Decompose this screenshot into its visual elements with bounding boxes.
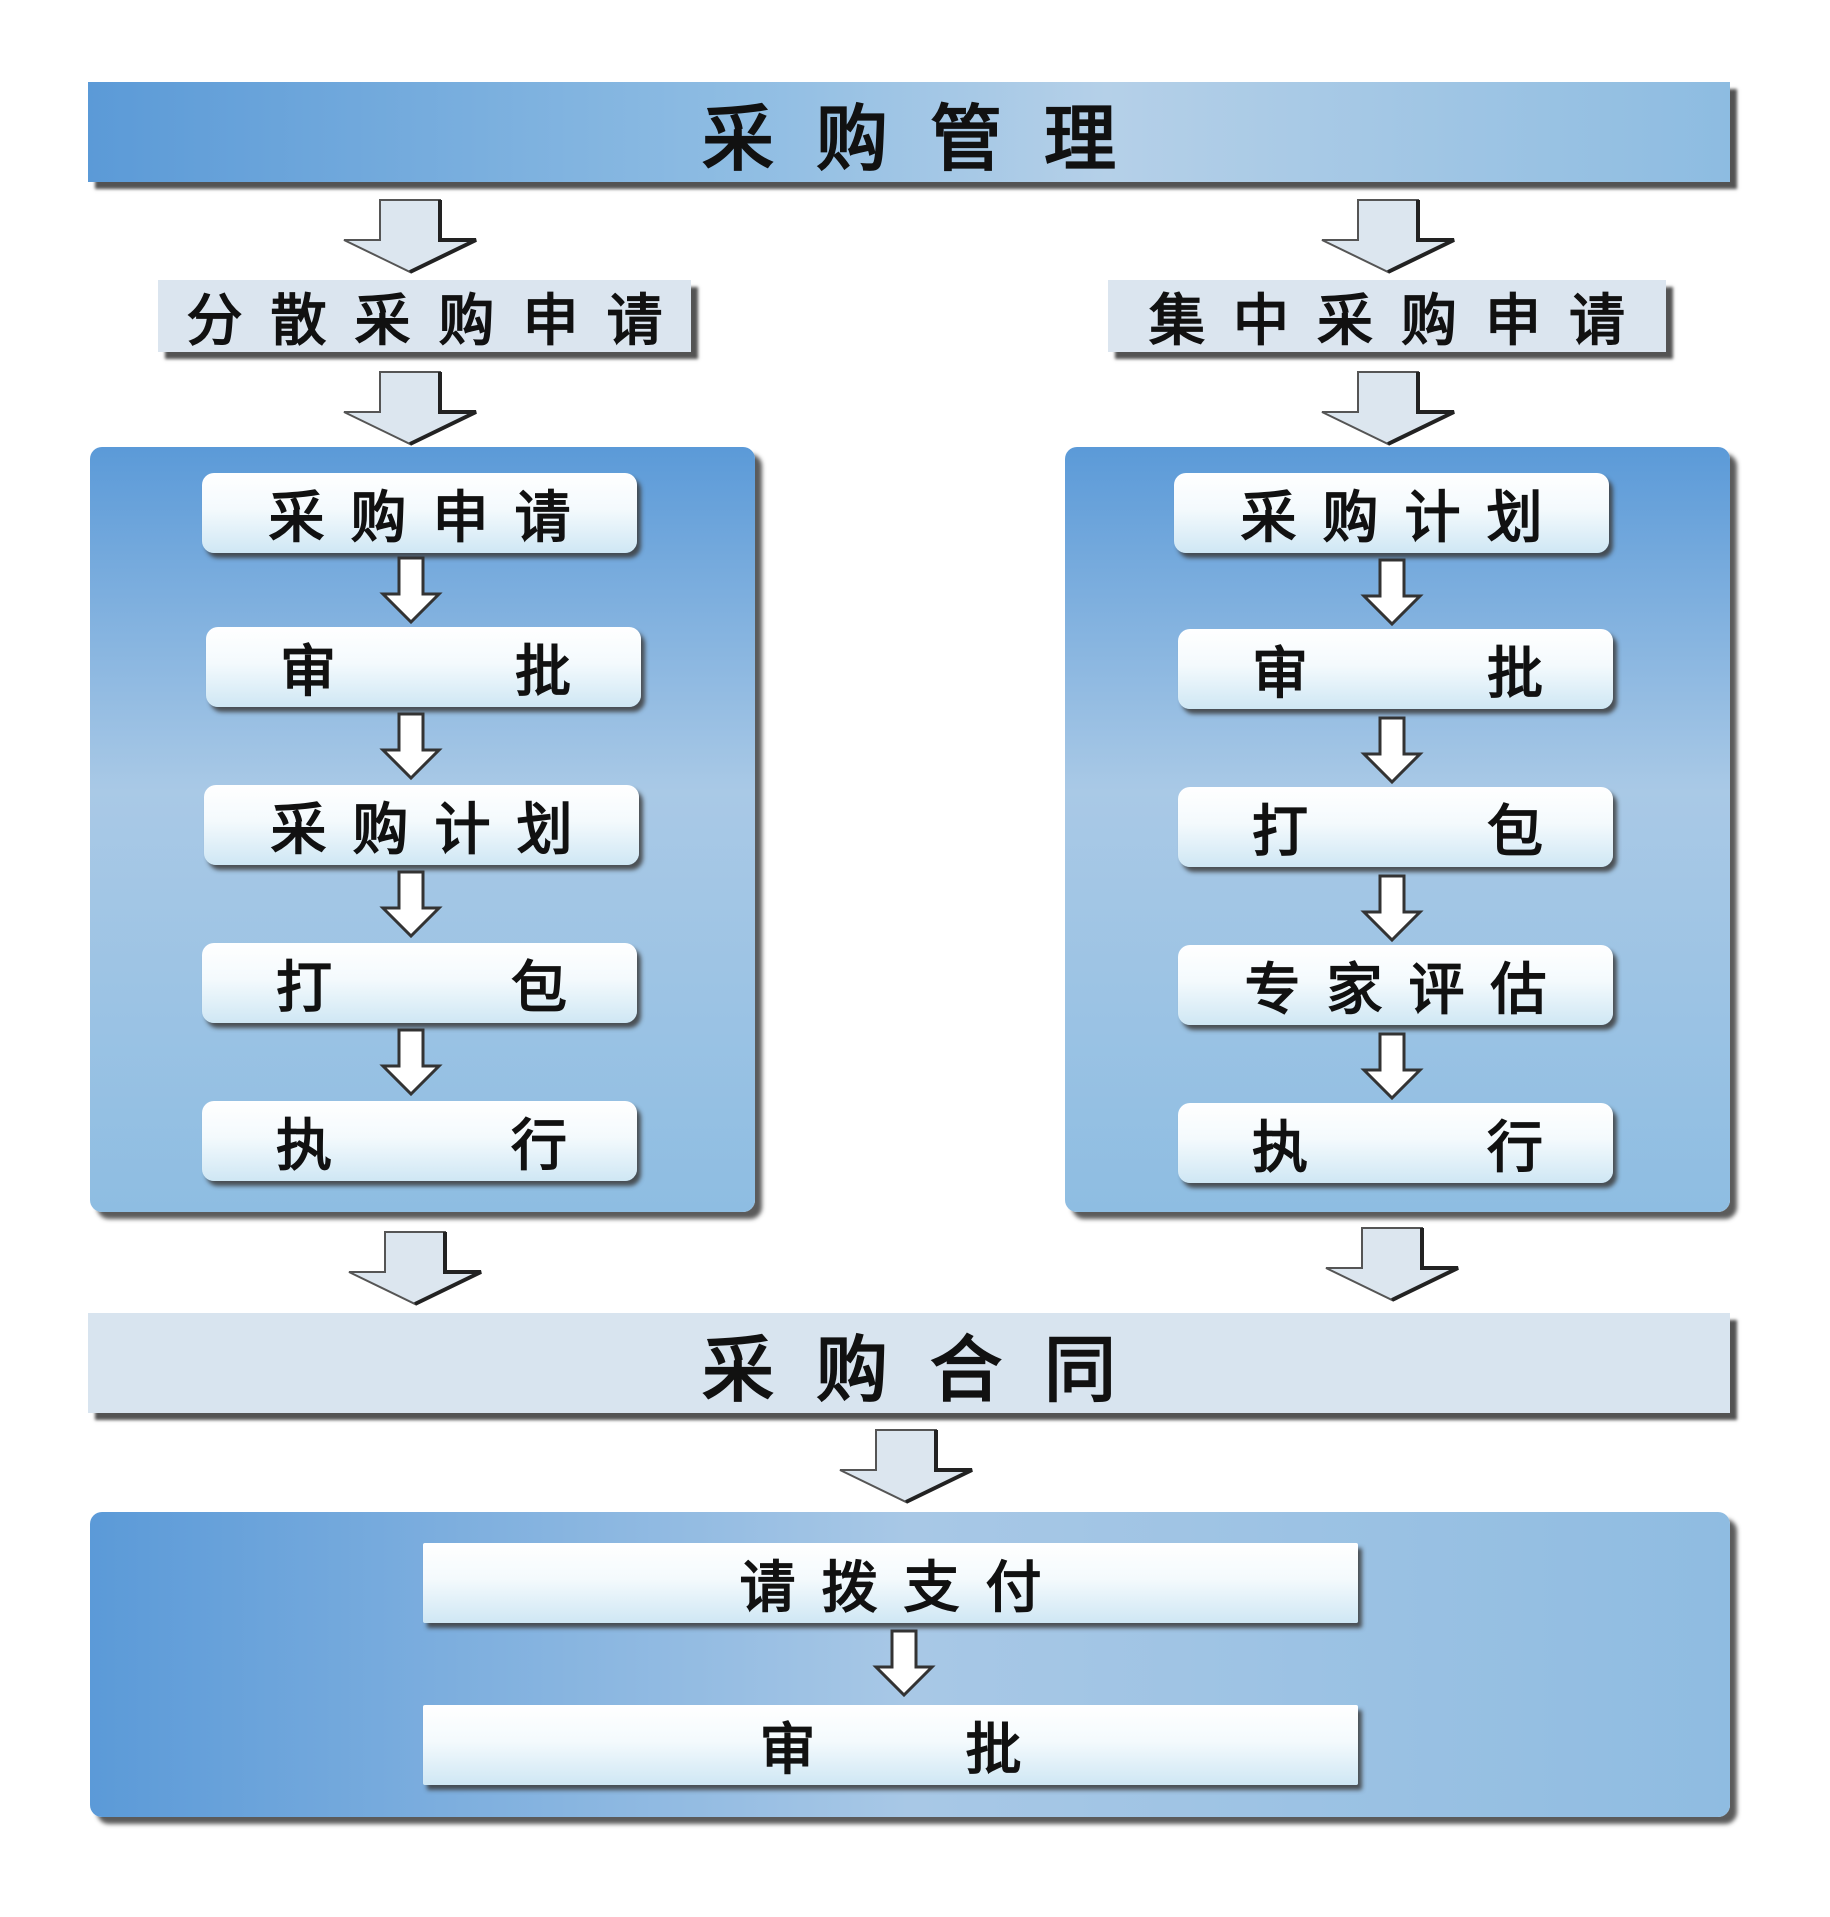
white-down-arrow-icon: [379, 712, 443, 781]
right-step-execution-char2: 行: [1487, 1115, 1543, 1181]
right-step-expert-evaluation: 专家评估: [1178, 945, 1613, 1025]
white-down-arrow-icon: [379, 556, 443, 625]
down-arrow-icon: [343, 199, 477, 274]
payment-step-approval-char2: 批: [965, 1717, 1022, 1783]
payment-step-approval-char1: 审: [759, 1717, 816, 1783]
title-bar: 采购管理: [88, 82, 1730, 182]
left-step-approval: 审批: [206, 627, 641, 707]
white-down-arrow-icon: [1360, 716, 1424, 785]
right-step-approval: 审批: [1178, 629, 1613, 709]
right-step-packaging: 打包: [1178, 787, 1613, 867]
left-step-approval-char2: 批: [515, 639, 571, 705]
left-step-packaging: 打包: [202, 943, 637, 1023]
down-arrow-icon: [348, 1231, 482, 1306]
decentralized-request-bar: 分散采购申请: [158, 280, 691, 354]
white-down-arrow-icon: [1360, 874, 1424, 943]
down-arrow-icon: [343, 371, 477, 446]
title-text: 采购管理: [701, 96, 1158, 181]
down-arrow-icon: [1325, 1227, 1459, 1302]
centralized-request-bar: 集中采购申请: [1108, 280, 1666, 354]
white-down-arrow-icon: [872, 1629, 936, 1698]
white-down-arrow-icon: [379, 870, 443, 939]
right-step-approval-char2: 批: [1487, 641, 1543, 707]
right-step-execution: 执行: [1178, 1103, 1613, 1183]
left-step-packaging-char2: 包: [511, 955, 567, 1021]
down-arrow-icon: [839, 1429, 973, 1504]
left-step-execution-char2: 行: [511, 1113, 567, 1179]
payment-step-request: 请拨支付: [423, 1543, 1358, 1623]
decentralized-request-label: 分散采购申请: [186, 288, 691, 354]
left-step-purchase-request: 采购申请: [202, 473, 637, 553]
right-step-packaging-char1: 打: [1252, 799, 1308, 865]
right-step-packaging-char2: 包: [1487, 799, 1543, 865]
contract-text: 采购合同: [701, 1327, 1158, 1412]
left-step-execution-char1: 执: [276, 1113, 332, 1179]
centralized-request-label: 集中采购申请: [1149, 288, 1653, 354]
white-down-arrow-icon: [1360, 1032, 1424, 1101]
white-down-arrow-icon: [1360, 558, 1424, 627]
down-arrow-icon: [1321, 199, 1455, 274]
right-step-purchase-plan: 采购计划: [1174, 473, 1609, 553]
payment-step-approval: 审批: [423, 1705, 1358, 1785]
contract-bar: 采购合同: [88, 1313, 1730, 1413]
right-step-execution-char1: 执: [1252, 1115, 1308, 1181]
white-down-arrow-icon: [379, 1028, 443, 1097]
left-step-approval-char1: 审: [280, 639, 336, 705]
left-step-packaging-char1: 打: [276, 955, 332, 1021]
left-step-execution: 执行: [202, 1101, 637, 1181]
left-step-purchase-plan: 采购计划: [204, 785, 639, 865]
down-arrow-icon: [1321, 371, 1455, 446]
right-step-approval-char1: 审: [1252, 641, 1308, 707]
